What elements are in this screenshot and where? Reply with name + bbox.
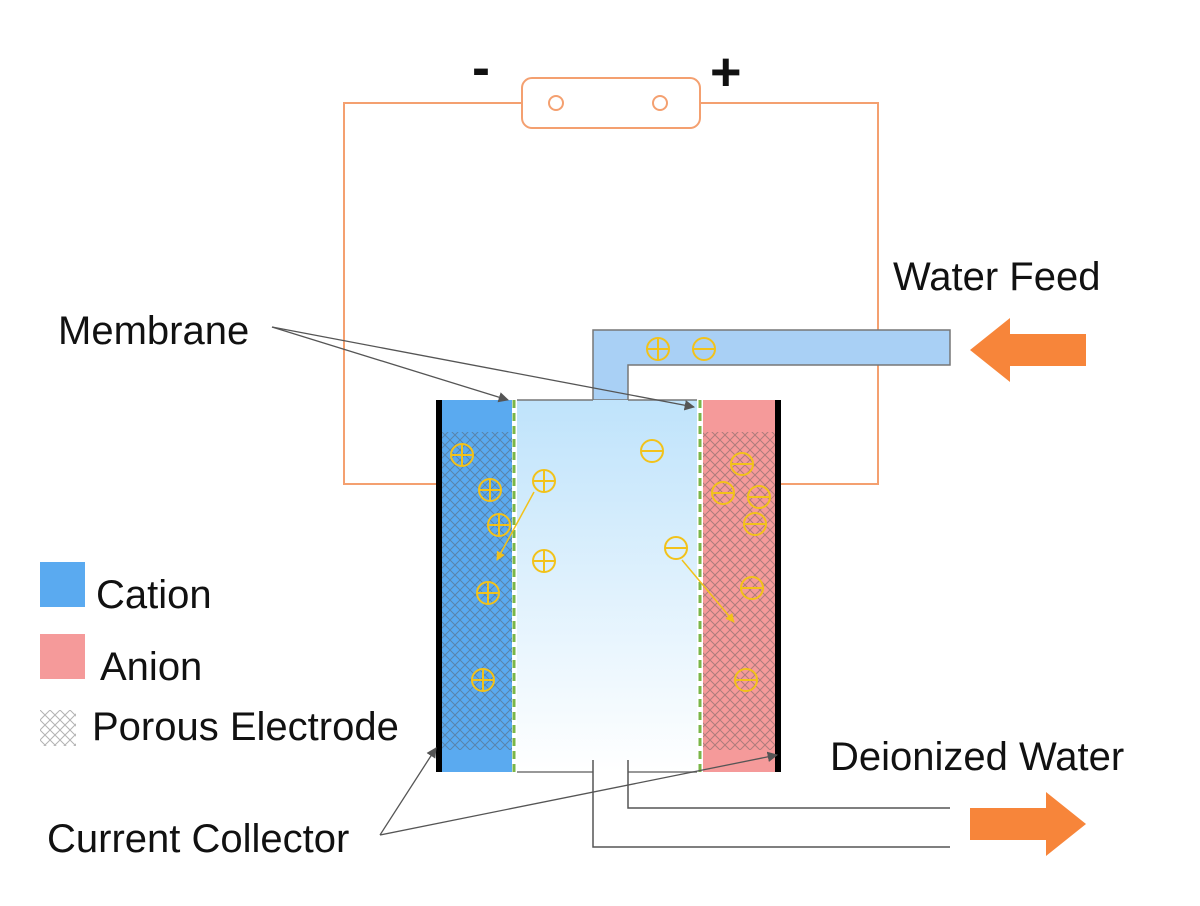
cation-icon: [450, 443, 474, 467]
cation-icon: [471, 668, 495, 692]
cation-icon: [532, 469, 556, 493]
anion-icon: [743, 512, 767, 536]
anion-icon: [711, 481, 735, 505]
legend-cation-label: Cation: [96, 573, 212, 617]
current-collector-label: Current Collector: [47, 817, 349, 861]
water-feed-label: Water Feed: [893, 255, 1100, 299]
cation-icon: [476, 581, 500, 605]
anion-icon: [664, 536, 688, 560]
legend-cation-swatch: [40, 562, 85, 607]
membrane-label: Membrane: [58, 309, 249, 353]
leader-lines: [271, 326, 779, 836]
cation-porous-layer: [440, 432, 512, 750]
anion-porous-layer: [703, 432, 777, 750]
outlet-pipe: [592, 760, 950, 848]
negative-terminal-sign: -: [472, 38, 490, 98]
anion-icon: [640, 439, 664, 463]
power-source: [521, 77, 701, 129]
anion-icon: [692, 337, 716, 361]
legend-porous-electrode-label: Porous Electrode: [92, 705, 399, 749]
cation-icon: [532, 549, 556, 573]
flow-channel: [517, 400, 697, 772]
feed-flow-arrow: [970, 318, 1086, 382]
channel-outline: [517, 399, 697, 773]
circuit-wire: [343, 102, 879, 485]
cation-icon: [478, 478, 502, 502]
anion-icon: [734, 668, 758, 692]
ion-layer: [50, 337, 771, 692]
anion-icon: [747, 485, 771, 509]
legend-porous-swatch: [40, 710, 76, 746]
anion-icon: [740, 576, 764, 600]
deionized-water-label: Deionized Water: [830, 735, 1124, 779]
outlet-flow-arrow: [970, 792, 1086, 856]
anion-icon: [730, 452, 754, 476]
feed-channel: [592, 329, 951, 401]
legend: Cation Anion Porous Electrode: [40, 562, 399, 749]
cation-icon: [487, 513, 511, 537]
cation-icon: [646, 337, 670, 361]
left-current-collector: [436, 400, 442, 772]
legend-anion-label: Anion: [100, 645, 202, 689]
right-current-collector: [775, 400, 781, 772]
ion-migration-arrows: [496, 491, 735, 623]
positive-terminal-sign: +: [710, 42, 742, 102]
legend-anion-swatch: [40, 634, 85, 679]
